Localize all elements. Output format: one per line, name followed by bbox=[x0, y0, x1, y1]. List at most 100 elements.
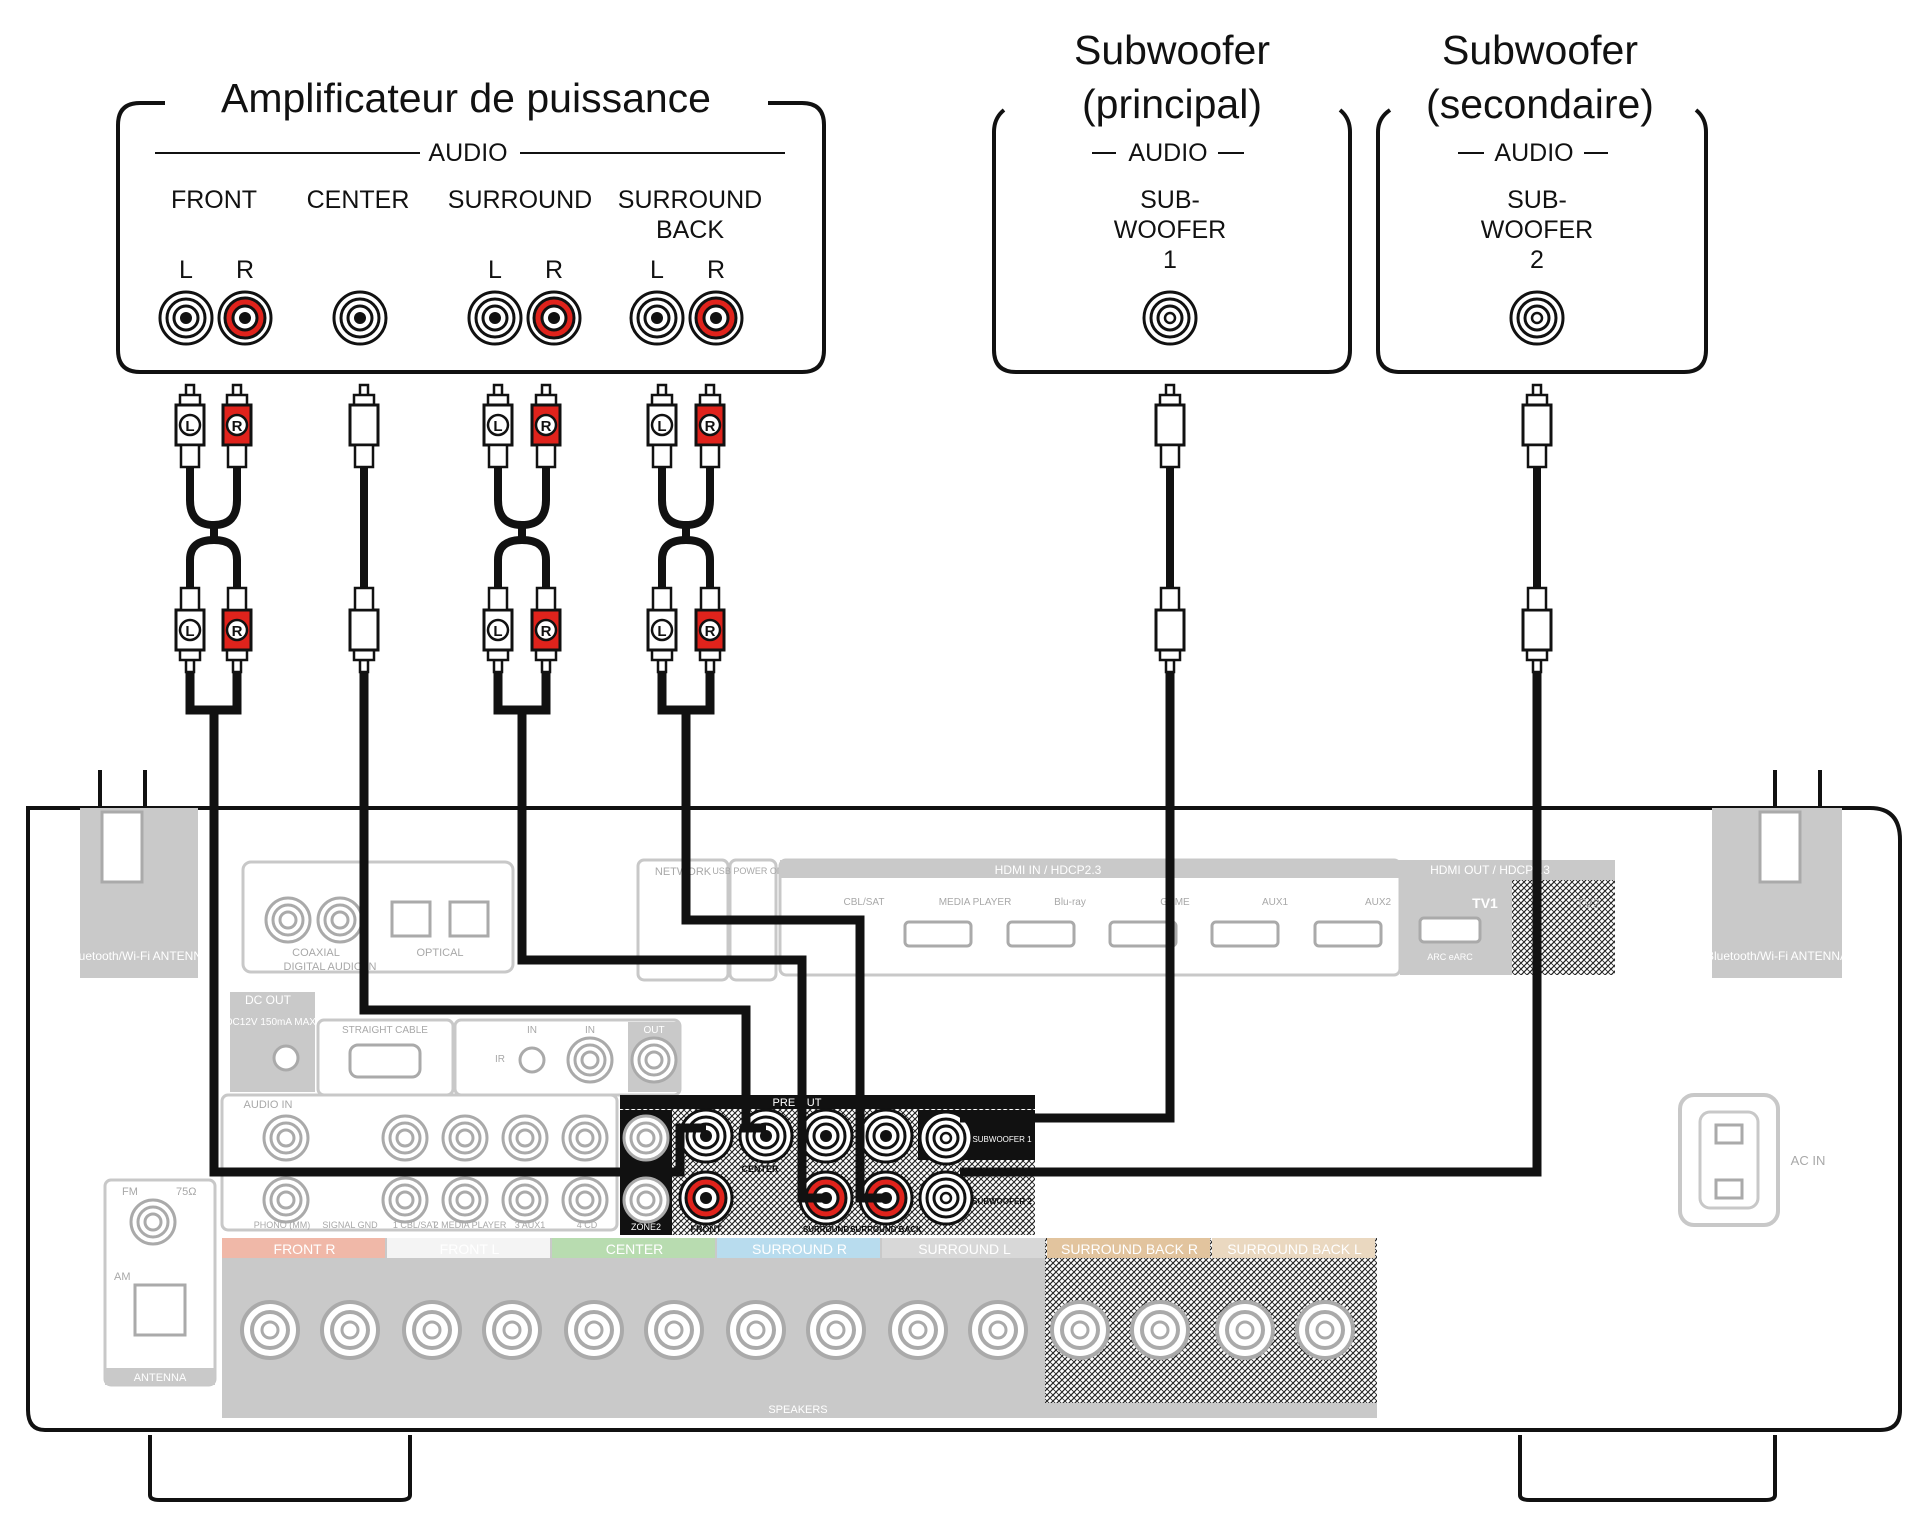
rca-plug-white: L bbox=[646, 383, 678, 469]
preout-surround-label: SURROUND bbox=[803, 1225, 849, 1234]
fm-ohm-label: 75Ω bbox=[176, 1186, 196, 1198]
preout-front-label: FRONT bbox=[691, 1224, 722, 1234]
sub1-cable bbox=[960, 670, 1175, 1123]
sub2-cable bbox=[960, 670, 1542, 1177]
ir-in-label: IN bbox=[527, 1025, 537, 1036]
cables bbox=[185, 455, 1542, 1203]
channel-surround: SURROUND bbox=[448, 186, 592, 214]
ir-label: IR bbox=[495, 1054, 505, 1065]
rca-plug-letter: L bbox=[657, 418, 666, 435]
rca-plug-red: R bbox=[530, 383, 562, 469]
dc-out-label: DC OUT bbox=[245, 993, 292, 1007]
sub1-label-line3: 1 bbox=[1163, 246, 1177, 274]
front-r-label: R bbox=[236, 256, 254, 284]
speaker-header-label: FRONT L bbox=[440, 1241, 500, 1257]
sub1-title-line1: Subwoofer bbox=[1074, 27, 1270, 73]
rca-plug-letter: R bbox=[705, 418, 716, 435]
power-amp-title: Amplificateur de puissance bbox=[221, 75, 711, 121]
power-amp-audio-label: AUDIO bbox=[428, 139, 507, 167]
subwoofer-principal: Subwoofer (principal) AUDIO SUB- WOOFER … bbox=[992, 27, 1352, 374]
sub2-audio-label: AUDIO bbox=[1494, 139, 1573, 167]
dc-out-block bbox=[230, 992, 315, 1092]
digital-audio-in-panel bbox=[241, 860, 515, 974]
fm-label: FM bbox=[122, 1186, 138, 1198]
optical-label: OPTICAL bbox=[416, 947, 463, 959]
tv1-label: TV1 bbox=[1472, 895, 1498, 911]
sub2-label-line1: SUB- bbox=[1507, 186, 1567, 214]
front-cable-join bbox=[185, 670, 242, 715]
rca-plug-letter: L bbox=[185, 623, 194, 640]
coaxial-label: COAXIAL bbox=[292, 947, 340, 959]
rca-plug-letter: R bbox=[232, 418, 243, 435]
rca-plug-white: L bbox=[646, 586, 678, 674]
channel-center: CENTER bbox=[307, 186, 410, 214]
rca-plug-white: L bbox=[482, 383, 514, 469]
right-foot bbox=[1518, 1435, 1777, 1502]
arc-label: ARC eARC bbox=[1427, 952, 1473, 962]
ir-out-label: OUT bbox=[643, 1025, 664, 1036]
channel-front: FRONT bbox=[171, 186, 257, 214]
straight-cable-label: STRAIGHT CABLE bbox=[342, 1025, 428, 1036]
rca-plug-red: R bbox=[694, 586, 726, 674]
speaker-header-bg bbox=[882, 1238, 1045, 1258]
antenna-label: ANTENNA bbox=[134, 1372, 187, 1384]
surround-r-label: R bbox=[545, 256, 563, 284]
speaker-header-bg bbox=[1047, 1238, 1210, 1258]
preout-sub1-label: SUBWOOFER 1 bbox=[972, 1135, 1032, 1144]
preout-center-label: CENTER bbox=[741, 1164, 779, 1174]
rca-plug-letter: R bbox=[705, 623, 716, 640]
rca-plug-letter: R bbox=[232, 623, 243, 640]
channel-surround-back-line2: BACK bbox=[656, 216, 724, 244]
speaker-header-label: CENTER bbox=[606, 1241, 664, 1257]
surround-l-label: L bbox=[488, 256, 502, 284]
digital-audio-in-label: DIGITAL AUDIO IN bbox=[284, 961, 377, 973]
speaker-header-label: SURROUND R bbox=[752, 1241, 847, 1257]
sub2-jack bbox=[1509, 290, 1565, 346]
front-r-jack bbox=[217, 290, 273, 346]
audio-input-2: 2 MEDIA PLAYER bbox=[434, 1220, 507, 1230]
rca-plug-letter: L bbox=[493, 418, 502, 435]
rca-plug-white bbox=[348, 383, 380, 469]
front-l-jack bbox=[158, 290, 214, 346]
rca-plug-red: R bbox=[221, 383, 253, 469]
speaker-header-label: SURROUND BACK L bbox=[1227, 1241, 1362, 1257]
rca-plug-letter: R bbox=[541, 623, 552, 640]
sub2-title-line2: (secondaire) bbox=[1426, 81, 1654, 127]
left-foot bbox=[148, 1435, 412, 1502]
hdmi-input-2: MEDIA PLAYER bbox=[939, 897, 1012, 908]
rca-plug-letter: R bbox=[541, 418, 552, 435]
zone2-label: ZONE2 bbox=[631, 1222, 661, 1232]
surround-cable-join bbox=[493, 670, 551, 715]
usb-label: USB POWER ONLY bbox=[712, 866, 793, 876]
sub1-jack bbox=[1142, 290, 1198, 346]
audio-in-label: AUDIO IN bbox=[244, 1099, 293, 1111]
sub2-label-line2: WOOFER bbox=[1481, 216, 1594, 244]
receiver-rear-panel: Bluetooth/Wi-Fi ANTENNA Bluetooth/Wi-Fi … bbox=[26, 770, 1902, 1502]
rca-plug-white bbox=[1521, 383, 1553, 469]
surround-back-cable bbox=[681, 710, 886, 1203]
right-antenna-label: Bluetooth/Wi-Fi ANTENNA bbox=[1706, 949, 1848, 963]
surround-l-jack bbox=[467, 290, 523, 346]
speaker-header-bg bbox=[1212, 1238, 1375, 1258]
am-label: AM bbox=[114, 1271, 131, 1283]
speaker-header-label: SURROUND L bbox=[918, 1241, 1011, 1257]
hdmi-out-label: HDMI OUT / HDCP2.3 bbox=[1430, 863, 1550, 877]
rca-plug-letter: L bbox=[493, 623, 502, 640]
speakers-label: SPEAKERS bbox=[768, 1404, 827, 1416]
preout-sub2-label: SUBWOOFER 2 bbox=[972, 1197, 1032, 1206]
hdmi-input-6: AUX2 bbox=[1365, 897, 1392, 908]
rca-plug-white bbox=[1521, 586, 1553, 674]
channel-surround-back-line1: SURROUND bbox=[618, 186, 762, 214]
sub2-title-line1: Subwoofer bbox=[1442, 27, 1638, 73]
audio-input-3: 3 AUX1 bbox=[515, 1220, 546, 1230]
surround-r-jack bbox=[526, 290, 582, 346]
surround-back-l-label: L bbox=[650, 256, 664, 284]
surround-cable bbox=[517, 710, 826, 1203]
tv2-label: TV2 bbox=[1576, 896, 1600, 911]
signal-gnd-label: SIGNAL GND bbox=[322, 1220, 378, 1230]
center-jack bbox=[332, 290, 388, 346]
sub1-label-line2: WOOFER bbox=[1114, 216, 1227, 244]
sub2-label-line3: 2 bbox=[1530, 246, 1544, 274]
